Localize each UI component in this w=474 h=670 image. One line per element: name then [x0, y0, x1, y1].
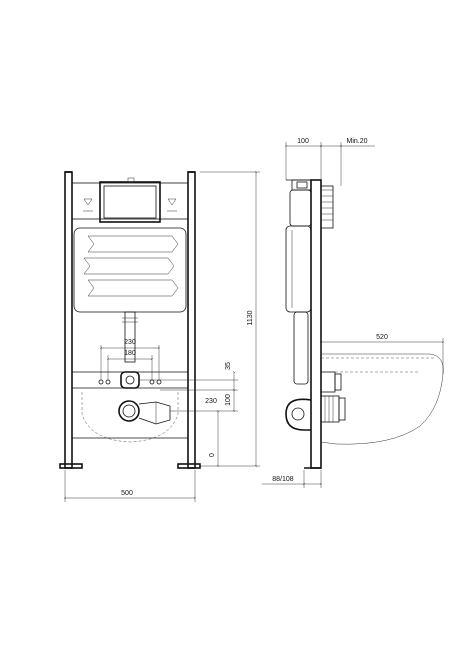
- dim-bolt-inner: 180: [124, 350, 136, 357]
- dim-leg-depth: 88/108: [272, 476, 294, 483]
- warning-icon-right: [167, 198, 177, 206]
- dim-pipe-height: 230: [205, 398, 217, 405]
- dim-bowl-projection: 520: [376, 334, 388, 341]
- foot-right: [177, 463, 201, 469]
- left-upright: [64, 171, 73, 469]
- bolt-right-inner: [149, 379, 155, 385]
- foot-left: [59, 463, 83, 469]
- side-dimensions: [262, 142, 443, 488]
- top-crossbar: [71, 182, 189, 220]
- dim-total-height: 1130: [247, 310, 254, 325]
- bolt-left-inner: [105, 379, 111, 385]
- warning-icon-left: [83, 198, 93, 206]
- drain-pipe: [118, 400, 140, 422]
- side-outlet-stub: [320, 395, 340, 423]
- side-flush-pipe: [293, 311, 309, 385]
- right-upright: [187, 171, 196, 469]
- dim-frame-width: 500: [121, 490, 133, 497]
- dim-bolt-height: 100: [225, 394, 232, 406]
- side-drain-elbow: [285, 398, 312, 431]
- dim-wall-min: Min.20: [346, 138, 367, 145]
- side-cistern: [285, 225, 312, 313]
- dim-flush-offset: 35: [225, 362, 232, 370]
- flush-plate-opening: [99, 181, 161, 223]
- dim-floor-level: 0: [209, 453, 216, 457]
- side-frame: [310, 179, 322, 469]
- dim-bolt-outer: 230: [124, 339, 136, 346]
- side-inlet-stub: [320, 371, 336, 393]
- front-dimensions: [65, 172, 260, 502]
- bolt-right-outer: [156, 379, 162, 385]
- side-bowl-outline: [320, 353, 444, 445]
- bowl-outline: [81, 392, 179, 443]
- wall-plate: [320, 185, 334, 229]
- side-view: [285, 179, 444, 469]
- flush-pipe: [124, 311, 136, 363]
- bolt-left-outer: [98, 379, 104, 385]
- inlet-fitting: [120, 371, 140, 389]
- dim-frame-depth: 100: [297, 138, 309, 145]
- front-view: [59, 171, 201, 469]
- cistern: [73, 227, 187, 313]
